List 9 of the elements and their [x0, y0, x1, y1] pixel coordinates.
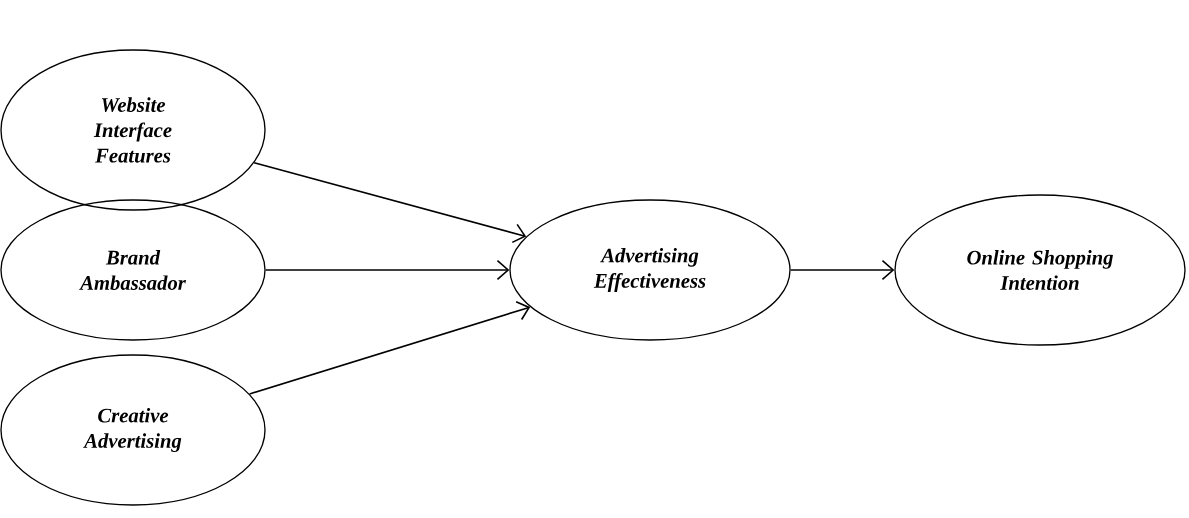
ellipse-node: Advertising Effectiveness — [509, 199, 791, 341]
ellipse-node: Creative Advertising — [0, 354, 266, 506]
ellipse-node: Online Shopping Intention — [894, 194, 1186, 346]
arrow — [789, 259, 895, 281]
arrow — [253, 162, 527, 244]
arrow — [248, 300, 531, 395]
ellipse-node: Brand Ambassador — [0, 199, 266, 341]
ellipse-node: Website Interface Features — [0, 49, 266, 211]
arrow — [264, 259, 510, 281]
